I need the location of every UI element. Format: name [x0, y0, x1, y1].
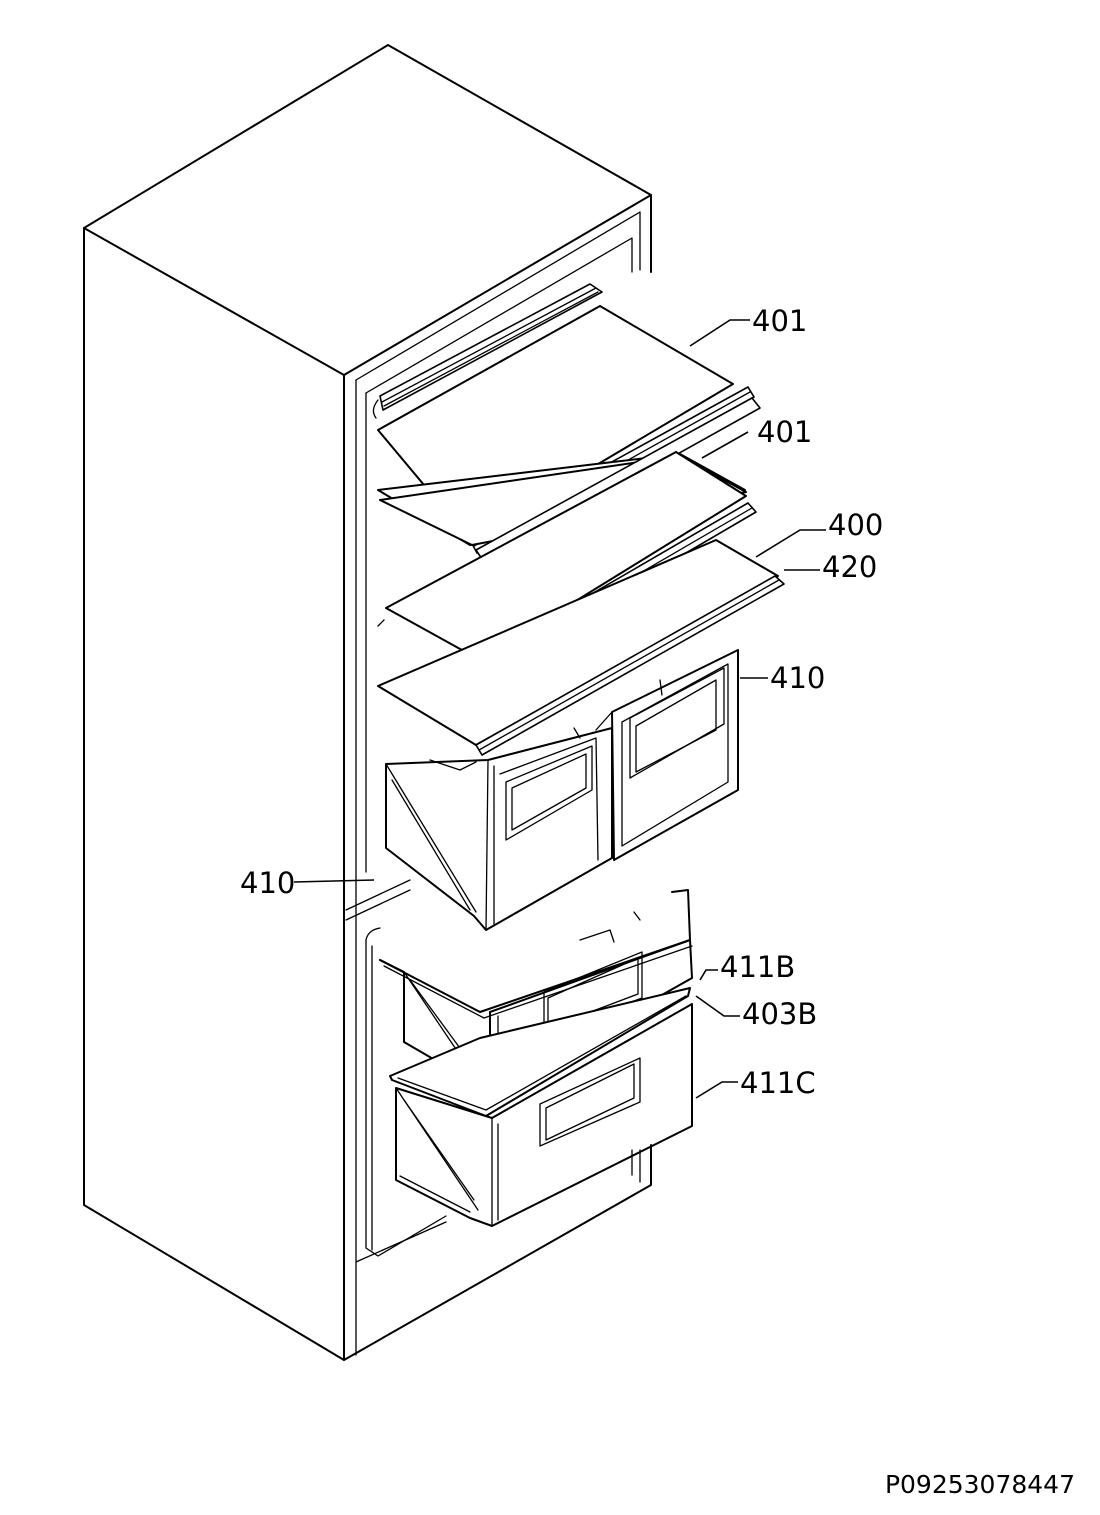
freezer-drawer-lower — [395, 1003, 693, 1227]
label-drawer-right: 410 — [770, 661, 825, 695]
label-shelf-top: 401 — [752, 304, 807, 338]
label-shelf-second: 401 — [757, 415, 812, 449]
leader-lines — [293, 319, 826, 1099]
label-shelf-trim: 420 — [822, 550, 877, 584]
label-drawer-left: 410 — [240, 866, 295, 900]
label-shelf-third: 400 — [828, 508, 883, 542]
drawing-number: P09253078447 — [885, 1470, 1075, 1499]
freezer-cover — [389, 987, 691, 1117]
label-freezer-drawer-upper: 411B — [720, 950, 795, 984]
label-freezer-cover: 403B — [742, 997, 817, 1031]
part-labels: 401 401 400 420 410 410 411B 403B 411C — [240, 304, 883, 1100]
cabinet — [83, 44, 652, 1361]
shelf-fourth — [377, 539, 785, 756]
drawer-left — [385, 727, 613, 931]
drawer-right — [595, 649, 739, 861]
label-freezer-drawer-lower: 411C — [740, 1066, 816, 1100]
